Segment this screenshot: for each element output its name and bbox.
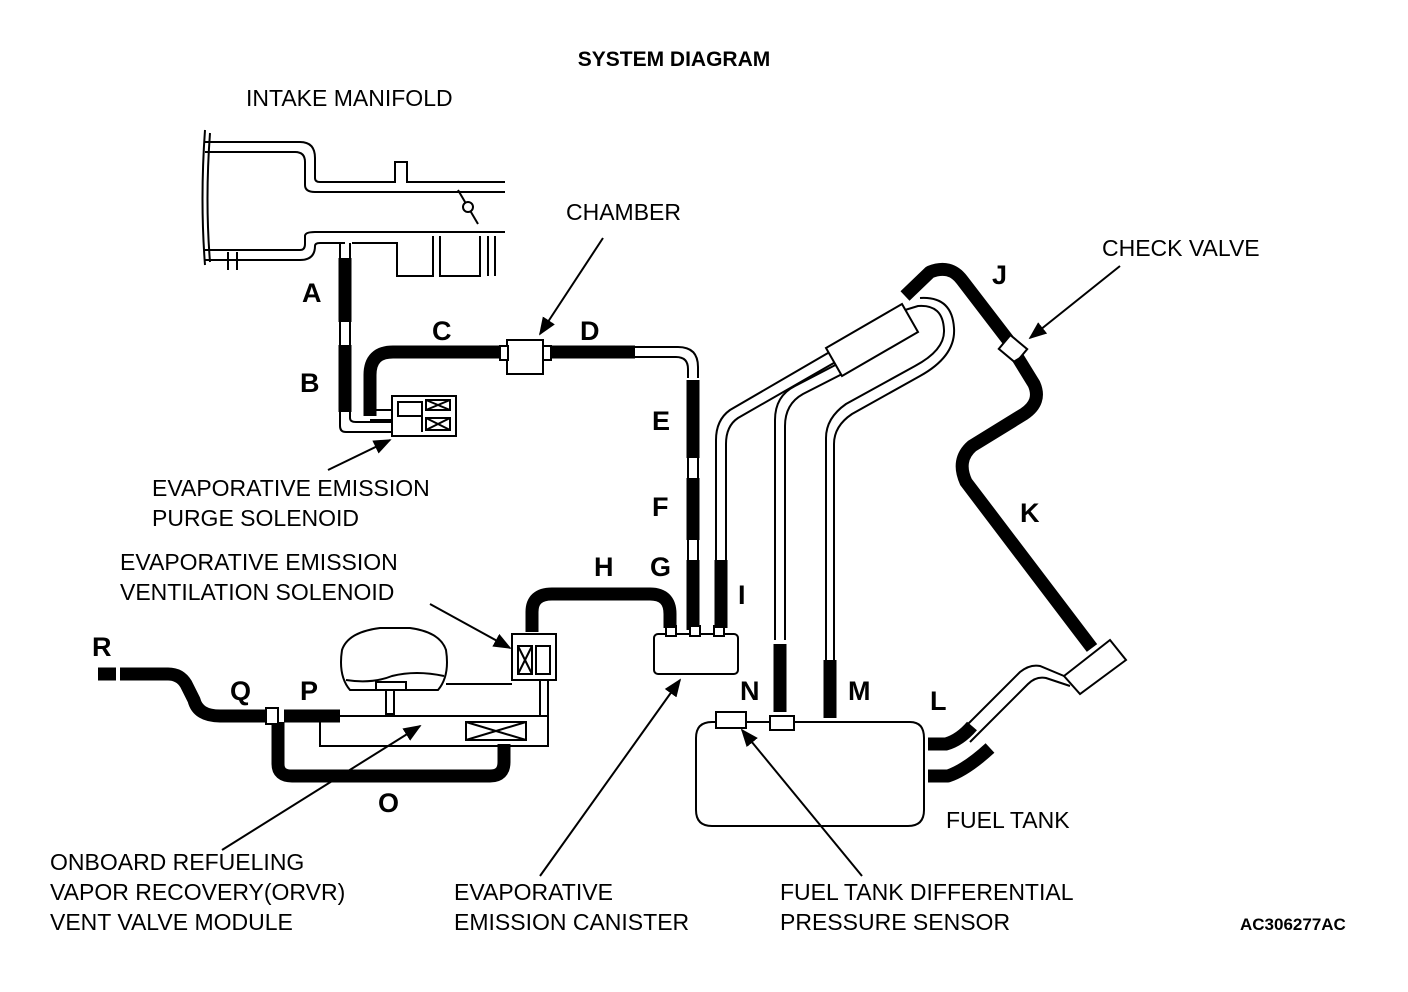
letter-l: L xyxy=(930,686,947,716)
purge-solenoid-label-1: EVAPORATIVE EMISSION xyxy=(152,475,430,501)
hose-o xyxy=(271,722,511,783)
letter-h: H xyxy=(594,552,614,582)
chamber-label: CHAMBER xyxy=(566,199,681,225)
hose-q xyxy=(120,667,266,723)
letter-e: E xyxy=(652,406,670,436)
chamber-drawing xyxy=(499,339,552,375)
vent-solenoid-label-1: EVAPORATIVE EMISSION xyxy=(120,549,398,575)
hose-h xyxy=(525,587,677,632)
letter-r: R xyxy=(92,632,112,662)
hose-l-lower xyxy=(928,743,995,783)
canister-drawing xyxy=(653,625,739,675)
orvr-module-drawing xyxy=(319,627,549,747)
letter-n: N xyxy=(740,676,760,706)
hose-k xyxy=(955,354,1098,652)
filler-neck-lower xyxy=(959,638,1128,743)
orvr-label-1: ONBOARD REFUELING xyxy=(50,849,304,875)
letter-p: P xyxy=(300,676,318,706)
hose-j xyxy=(900,262,1014,344)
leader-lines xyxy=(221,237,1121,877)
orvr-label-2: VAPOR RECOVERY(ORVR) xyxy=(50,879,345,905)
letter-q: Q xyxy=(230,676,251,706)
figure-code: AC306277AC xyxy=(1240,915,1346,934)
pressure-sensor-label-2: PRESSURE SENSOR xyxy=(780,909,1010,935)
letter-g: G xyxy=(650,552,671,582)
intake-manifold-label: INTAKE MANIFOLD xyxy=(246,85,453,111)
letter-m: M xyxy=(848,676,871,706)
hose-l xyxy=(928,721,977,751)
fuel-tank-drawing xyxy=(695,711,925,827)
canister-label-1: EVAPORATIVE xyxy=(454,879,613,905)
letter-c: C xyxy=(432,316,452,346)
intake-manifold-drawing xyxy=(201,129,505,277)
letter-o: O xyxy=(378,788,399,818)
letter-b: B xyxy=(300,368,320,398)
vent-solenoid-drawing xyxy=(511,633,557,681)
letter-d: D xyxy=(580,316,600,346)
hose-c xyxy=(363,345,505,416)
orvr-label-3: VENT VALVE MODULE xyxy=(50,909,293,935)
vent-solenoid-label-2: VENTILATION SOLENOID xyxy=(120,579,394,605)
letter-f: F xyxy=(652,492,669,522)
letter-i: I xyxy=(738,580,746,610)
diagram-title: SYSTEM DIAGRAM xyxy=(578,48,771,71)
pressure-sensor-label-1: FUEL TANK DIFFERENTIAL xyxy=(780,879,1074,905)
purge-solenoid-drawing xyxy=(339,243,457,437)
purge-solenoid-label-2: PURGE SOLENOID xyxy=(152,505,359,531)
letter-j: J xyxy=(992,260,1007,290)
letter-a: A xyxy=(302,278,322,308)
fuel-tank-label: FUEL TANK xyxy=(946,807,1070,833)
filler-neck-upper xyxy=(824,302,920,378)
letter-k: K xyxy=(1020,498,1040,528)
canister-label-2: EMISSION CANISTER xyxy=(454,909,689,935)
check-valve-label: CHECK VALVE xyxy=(1102,235,1260,261)
